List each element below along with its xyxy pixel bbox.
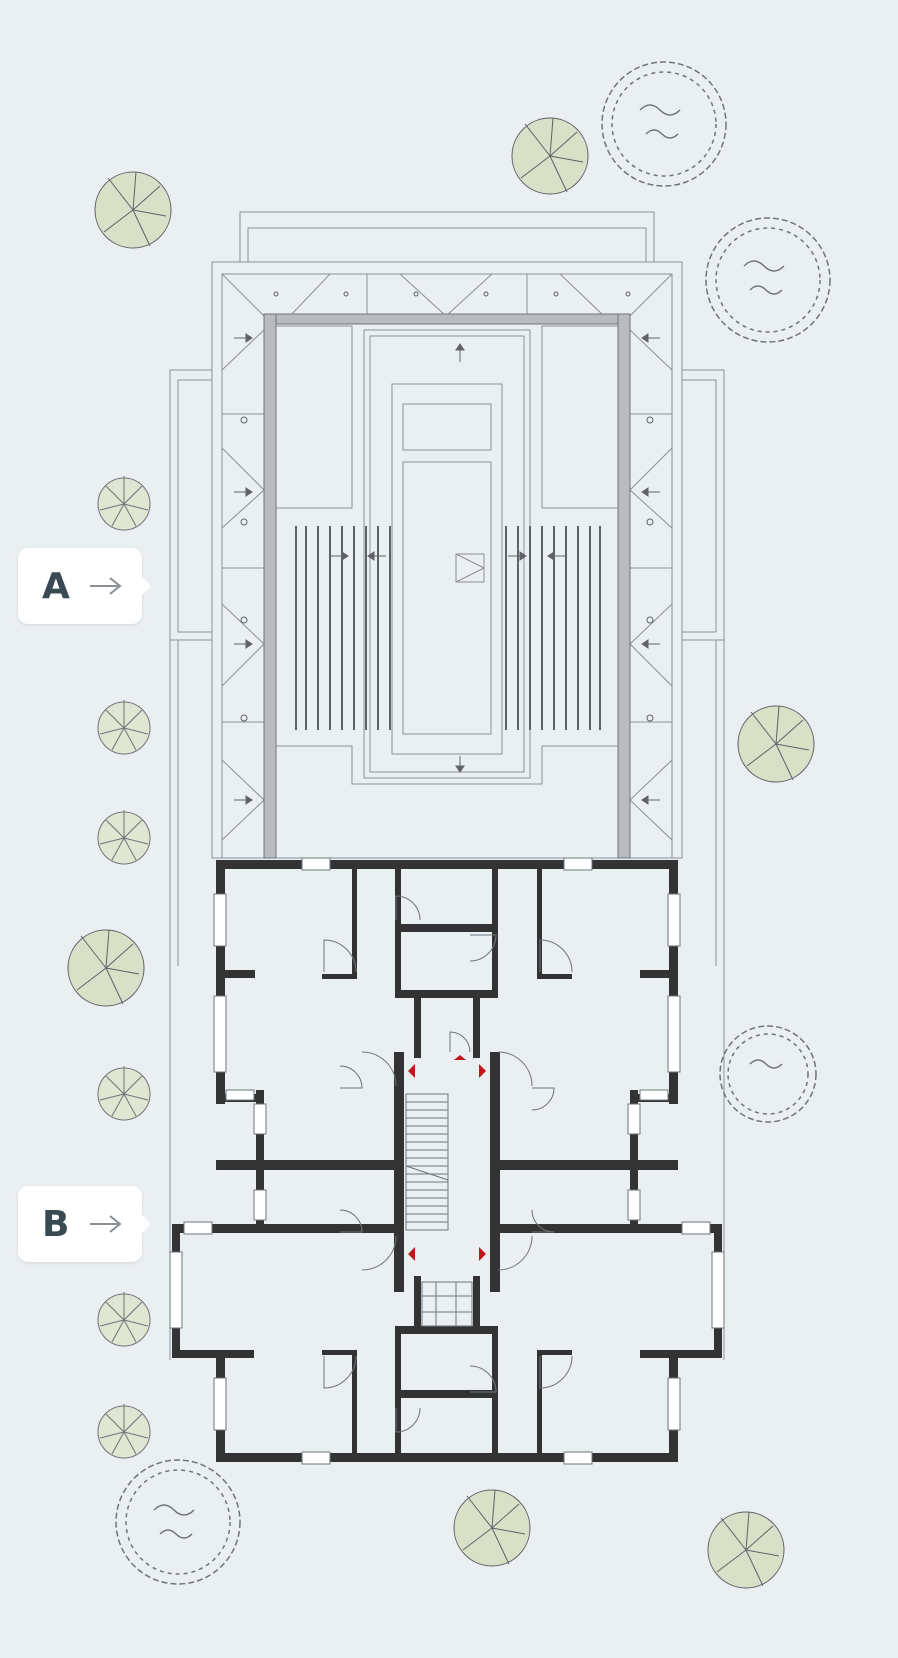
shrub-icon <box>115 61 831 1585</box>
section-marker-label: A <box>42 565 70 607</box>
tree-icon <box>67 117 815 1589</box>
exit-marker-icon <box>408 1055 486 1261</box>
section-marker-b[interactable]: B <box>18 1186 151 1262</box>
windows <box>169 857 725 1465</box>
staircase <box>405 1093 473 1327</box>
section-marker-a[interactable]: A <box>18 548 151 624</box>
door-swing-icon <box>323 895 573 1433</box>
arrow-right-icon <box>90 577 122 595</box>
roof-terrace <box>169 211 725 1360</box>
arrow-right-icon <box>90 1215 122 1233</box>
section-marker-label: B <box>42 1203 70 1245</box>
grass-icon <box>97 476 151 1459</box>
